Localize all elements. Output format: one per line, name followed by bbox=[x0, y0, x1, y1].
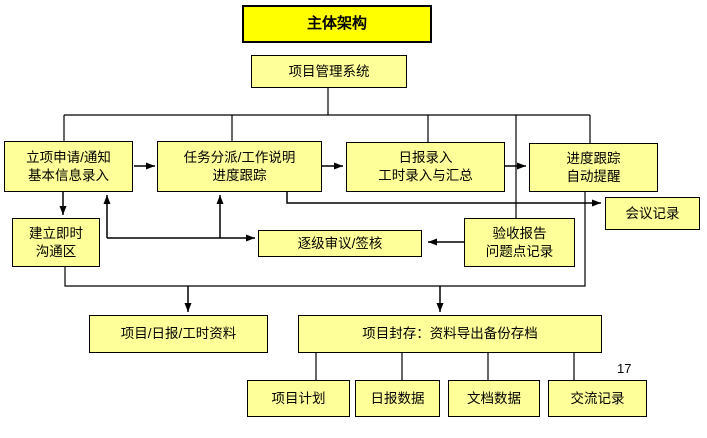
node-acceptance-report-line1: 验收报告 bbox=[492, 225, 547, 241]
node-level-review-sign: 逐级审议/签核 bbox=[258, 230, 422, 257]
node-project-data-label: 项目/日报/工时资料 bbox=[120, 326, 237, 342]
node-project-archive: 项目封存：资料导出备份存档 bbox=[298, 315, 602, 353]
page-number: 17 bbox=[617, 361, 632, 376]
node-task-assign: 任务分派/工作说明 进度跟踪 bbox=[157, 141, 322, 192]
node-acceptance-report: 验收报告 问题点记录 bbox=[464, 218, 575, 267]
node-acceptance-report-line2: 问题点记录 bbox=[485, 243, 554, 259]
node-project-plan-label: 项目计划 bbox=[271, 390, 326, 406]
node-meeting-record: 会议记录 bbox=[605, 197, 700, 230]
node-task-assign-line1: 任务分派/工作说明 bbox=[183, 149, 296, 165]
arrow-assign-to-meeting bbox=[286, 192, 601, 207]
node-project-management-system: 项目管理系统 bbox=[251, 55, 407, 88]
node-daily-report-data-label: 日报数据 bbox=[370, 390, 425, 406]
node-progress-reminder-line1: 进度跟踪 bbox=[566, 150, 621, 166]
node-daily-report-entry-line1: 日报录入 bbox=[398, 150, 453, 166]
node-progress-reminder: 进度跟踪 自动提醒 bbox=[529, 143, 658, 192]
node-instant-comm-zone-line2: 沟通区 bbox=[35, 243, 77, 259]
node-daily-report-entry: 日报录入 工时录入与汇总 bbox=[346, 142, 505, 192]
node-project-apply: 立项申请/通知 基本信息录入 bbox=[4, 141, 133, 192]
node-project-data: 项目/日报/工时资料 bbox=[89, 315, 268, 353]
node-progress-reminder-line2: 自动提醒 bbox=[566, 168, 621, 184]
node-task-assign-line2: 进度跟踪 bbox=[212, 167, 267, 183]
node-level-review-sign-label: 逐级审议/签核 bbox=[297, 235, 383, 251]
node-main-architecture-label: 主体架构 bbox=[306, 15, 367, 33]
node-daily-report-data: 日报数据 bbox=[355, 380, 440, 417]
node-chat-record-label: 交流记录 bbox=[570, 390, 625, 406]
node-document-data: 文档数据 bbox=[448, 380, 540, 417]
node-meeting-record-label: 会议记录 bbox=[625, 205, 680, 221]
archive-fanout-lines bbox=[315, 353, 575, 380]
node-project-management-system-label: 项目管理系统 bbox=[288, 63, 370, 79]
node-instant-comm-zone-line1: 建立即时 bbox=[29, 225, 83, 241]
node-main-architecture: 主体架构 bbox=[242, 5, 432, 43]
tree-connector-lines bbox=[63, 88, 591, 218]
node-project-archive-label: 项目封存：资料导出备份存档 bbox=[362, 326, 538, 342]
node-project-apply-line2: 基本信息录入 bbox=[28, 167, 109, 183]
node-project-plan: 项目计划 bbox=[247, 380, 350, 417]
node-chat-record: 交流记录 bbox=[548, 380, 647, 417]
node-document-data-label: 文档数据 bbox=[467, 390, 521, 406]
node-instant-comm-zone: 建立即时 沟通区 bbox=[12, 218, 100, 267]
node-project-apply-line1: 立项申请/通知 bbox=[26, 149, 111, 165]
node-daily-report-entry-line2: 工时录入与汇总 bbox=[378, 168, 473, 183]
